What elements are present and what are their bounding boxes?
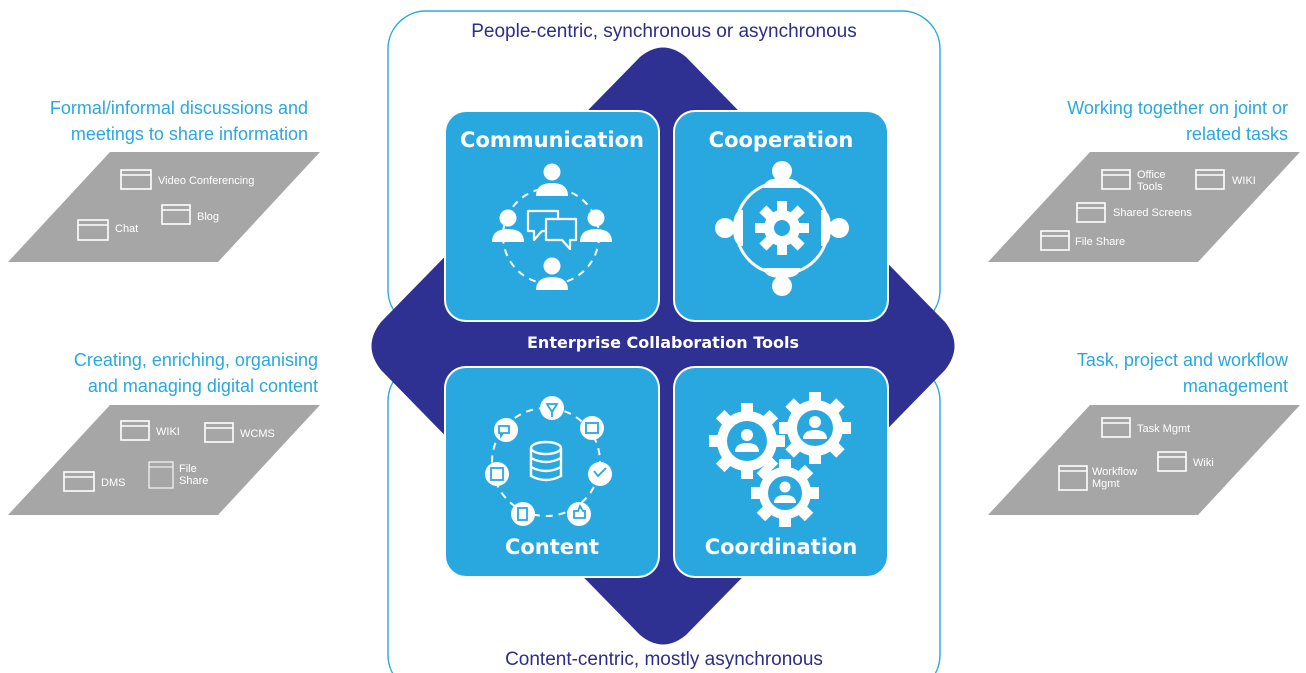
- coordination-tile: Coordination: [675, 368, 887, 576]
- dms-window-icon: [63, 471, 95, 492]
- cooperation-description: Working together on joint or related tas…: [1067, 98, 1288, 144]
- coordination-description: Task, project and workflow management: [1076, 350, 1288, 396]
- communication-title: Communication: [460, 128, 644, 152]
- bottom-caption: Content-centric, mostly asynchronous: [505, 649, 823, 670]
- tool-label-shared-screens: Shared Screens: [1113, 207, 1192, 219]
- wcms-window-icon: [204, 422, 234, 443]
- content-icon: [485, 396, 612, 526]
- communication-icon: [492, 163, 612, 290]
- tool-label-chat: Chat: [115, 223, 139, 235]
- tool-label-wcms: WCMS: [240, 428, 275, 440]
- cooperation-icon: [715, 161, 849, 296]
- coordination-icon: [709, 392, 851, 527]
- chat-window-icon: [77, 219, 109, 241]
- workflow-mgmt-window-icon: [1058, 465, 1088, 491]
- shared-screens-window-icon: [1076, 202, 1106, 223]
- file-share-window-icon: [148, 461, 174, 489]
- coordination-title: Coordination: [704, 535, 858, 559]
- coordination-tools-panel: [988, 405, 1300, 515]
- tool-label-wiki: Wiki: [1193, 457, 1214, 469]
- blog-window-icon: [161, 204, 191, 225]
- tool-label-workflow-mgmt: Workflow Mgmt: [1092, 466, 1138, 490]
- communication-description: Formal/informal discussions and meetings…: [49, 98, 308, 144]
- cooperation-tile: Cooperation: [675, 112, 887, 320]
- top-caption: People-centric, synchronous or asynchron…: [471, 21, 857, 42]
- wiki-window-icon: [1157, 451, 1187, 472]
- wiki-window-icon: [1195, 169, 1225, 190]
- tool-label-wiki: WIKI: [156, 426, 180, 438]
- tool-label-wiki: WIKI: [1232, 175, 1256, 187]
- tool-label-task-mgmt: Task Mgmt: [1137, 423, 1191, 435]
- tool-label-file-share: File Share: [179, 463, 209, 487]
- communication-tools-panel: [8, 152, 320, 262]
- content-title: Content: [504, 535, 600, 559]
- center-label: Enterprise Collaboration Tools: [527, 333, 799, 352]
- file-share-window-icon: [1040, 230, 1070, 251]
- content-tools-panel: [8, 405, 320, 515]
- task-mgmt-window-icon: [1101, 417, 1131, 438]
- cooperation-tools-panel: [988, 152, 1300, 262]
- wiki-window-icon: [120, 420, 150, 441]
- communication-tile: Communication: [446, 112, 658, 320]
- cooperation-title: Cooperation: [708, 128, 854, 152]
- tool-label-video-conferencing: Video Conferencing: [158, 175, 255, 187]
- content-tile: Content: [446, 368, 658, 576]
- tool-label-dms: DMS: [101, 477, 126, 489]
- content-description: Creating, enriching, organising and mana…: [73, 350, 318, 396]
- tool-label-file-share: File Share: [1075, 236, 1126, 248]
- office-tools-window-icon: [1101, 169, 1131, 190]
- tool-label-office-tools: Office Tools: [1137, 169, 1166, 193]
- tool-label-blog: Blog: [197, 211, 220, 223]
- video-conferencing-window-icon: [120, 169, 152, 190]
